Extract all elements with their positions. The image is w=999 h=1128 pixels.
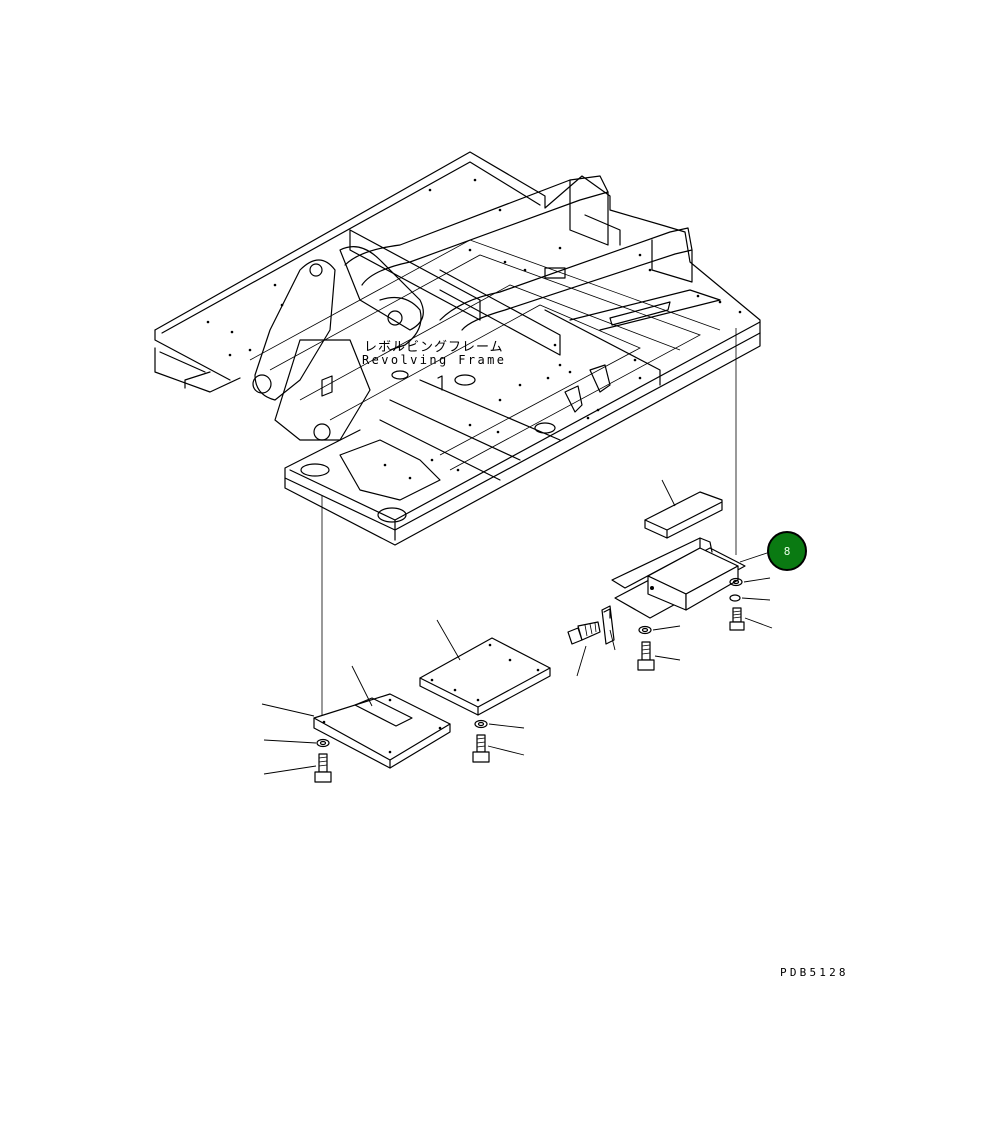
floor-plate-large: [419, 619, 551, 716]
frame-label-japanese: レボルビングフレーム: [364, 340, 504, 355]
fastener-group-centre: [472, 719, 525, 763]
frame-label-english: Revolving Frame: [362, 353, 507, 367]
fastener-group-left: [263, 738, 332, 783]
floor-plate-slotted: [261, 665, 451, 769]
revolving-frame: [154, 151, 761, 546]
fastener-group-right: [729, 577, 773, 631]
fastener-group-middle: [567, 605, 681, 677]
cover-box: [611, 537, 771, 619]
drawing-code: PDB5128: [780, 966, 849, 979]
cover-plate-small: [644, 479, 723, 539]
part-callout-8[interactable]: 8: [767, 531, 807, 571]
